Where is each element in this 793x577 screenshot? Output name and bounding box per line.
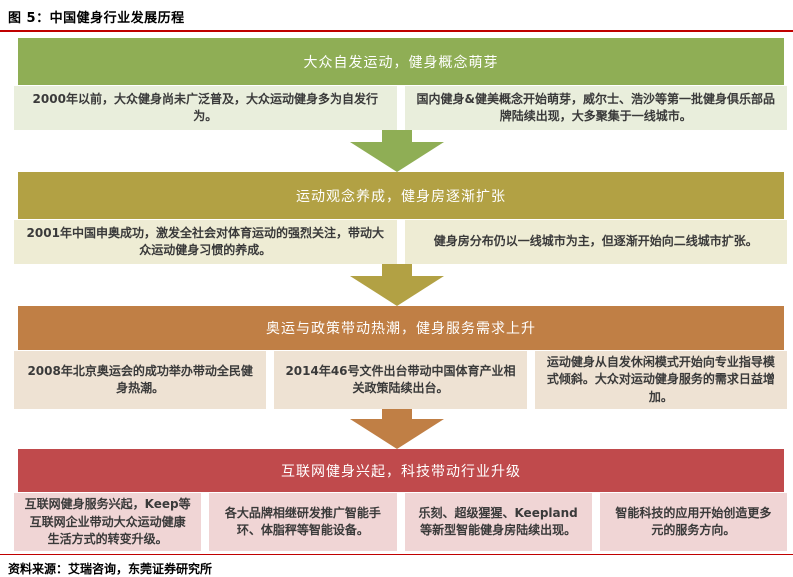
stage-1-header: 大众自发运动，健身概念萌芽 — [18, 38, 784, 85]
stage-3-boxes: 2008年北京奥运会的成功举办带动全民健身热潮。 2014年46号文件出台带动中… — [14, 351, 787, 410]
stage-2-box-1: 2001年中国申奥成功，激发全社会对体育运动的强烈关注，带动大众运动健身习惯的养… — [14, 220, 397, 264]
stage-2-header: 运动观念养成，健身房逐渐扩张 — [18, 172, 784, 219]
arrow-head — [349, 419, 444, 450]
stage-1-boxes: 2000年以前，大众健身尚未广泛普及，大众运动健身多为自发行为。 国内健身&健美… — [14, 86, 787, 130]
arrow-head — [349, 276, 444, 306]
stage-3-section: 奥运与政策带动热潮，健身服务需求上升 2008年北京奥运会的成功举办带动全民健身… — [0, 306, 793, 410]
stage-4-section: 互联网健身兴起，科技带动行业升级 互联网健身服务兴起，Keep等互联网企业带动大… — [0, 449, 793, 552]
down-arrow-icon-3 — [0, 409, 793, 450]
stage-3-box-3: 运动健身从自发休闲模式开始向专业指导模式倾斜。大众对运动健身服务的需求日益增加。 — [534, 351, 787, 410]
arrow-head — [349, 142, 444, 172]
stage-3-header: 奥运与政策带动热潮，健身服务需求上升 — [18, 306, 784, 350]
stage-4-box-3: 乐刻、超级猩猩、Keepland等新型智能健身房陆续出现。 — [404, 493, 592, 552]
stage-4-box-2: 各大品牌相继研发推广智能手环、体脂秤等智能设备。 — [209, 493, 397, 552]
stage-2-boxes: 2001年中国申奥成功，激发全社会对体育运动的强烈关注，带动大众运动健身习惯的养… — [14, 220, 787, 264]
down-arrow-icon-2 — [0, 264, 793, 306]
stage-3-box-2: 2014年46号文件出台带动中国体育产业相关政策陆续出台。 — [274, 351, 527, 410]
arrow-stem — [381, 130, 412, 142]
figure-title: 图 5：中国健身行业发展历程 — [8, 11, 185, 26]
arrow-stem — [381, 264, 412, 276]
source-rule — [0, 554, 793, 556]
down-arrow-icon-1 — [0, 130, 793, 172]
stage-3-box-1: 2008年北京奥运会的成功举办带动全民健身热潮。 — [14, 351, 267, 410]
stage-4-box-4: 智能科技的应用开始创造更多元的服务方向。 — [599, 493, 787, 552]
stage-1-section: 大众自发运动，健身概念萌芽 2000年以前，大众健身尚未广泛普及，大众运动健身多… — [0, 38, 793, 130]
title-rule — [0, 30, 793, 32]
stage-1-box-2: 国内健身&健美概念开始萌芽，威尔士、浩沙等第一批健身俱乐部品牌陆续出现，大多聚集… — [404, 86, 787, 130]
source-note: 资料来源：艾瑞咨询，东莞证券研究所 — [8, 562, 213, 577]
stage-4-boxes: 互联网健身服务兴起，Keep等互联网企业带动大众运动健康生活方式的转变升级。 各… — [14, 493, 787, 552]
stage-1-box-1: 2000年以前，大众健身尚未广泛普及，大众运动健身多为自发行为。 — [14, 86, 397, 130]
stage-2-box-2: 健身房分布仍以一线城市为主，但逐渐开始向二线城市扩张。 — [404, 220, 787, 264]
stage-4-header: 互联网健身兴起，科技带动行业升级 — [18, 449, 784, 493]
stage-4-box-1: 互联网健身服务兴起，Keep等互联网企业带动大众运动健康生活方式的转变升级。 — [14, 493, 202, 552]
arrow-stem — [381, 409, 412, 420]
stage-2-section: 运动观念养成，健身房逐渐扩张 2001年中国申奥成功，激发全社会对体育运动的强烈… — [0, 172, 793, 264]
